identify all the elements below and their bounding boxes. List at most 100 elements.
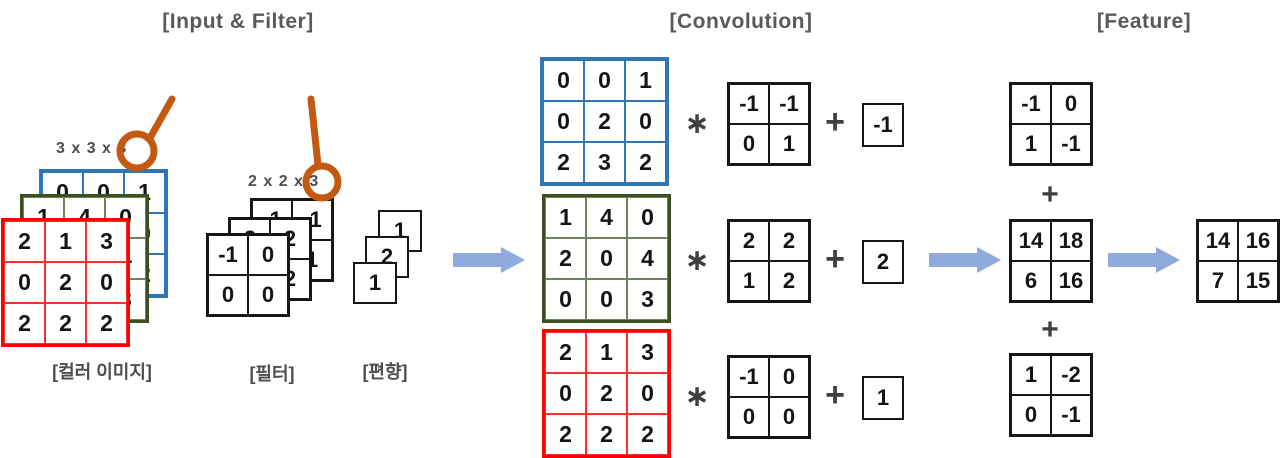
matrix-cell: 0 — [86, 262, 127, 303]
matrix-cell: 2 — [769, 261, 809, 301]
matrix-cell: 0 — [545, 373, 586, 414]
matrix-cell: 1 — [729, 261, 769, 301]
matrix-cell: 0 — [729, 124, 769, 164]
conv-bias-red: 1 — [862, 376, 904, 420]
conv-bias-blue: -1 — [862, 103, 904, 147]
matrix-cell: 3 — [584, 142, 625, 183]
matrix-cell: -1 — [729, 84, 769, 124]
matrix-cell: 3 — [627, 332, 668, 373]
color-image-label: [컬러 이미지] — [52, 362, 152, 382]
plus-operator: + — [1041, 178, 1059, 211]
title-feature: [Feature] — [1096, 10, 1192, 33]
matrix-cell: 0 — [627, 373, 668, 414]
matrix-cell: 2 — [545, 238, 586, 279]
convolution-operator: ∗ — [684, 380, 710, 413]
matrix-cell: 7 — [1198, 261, 1238, 301]
matrix-cell: 0 — [1011, 395, 1051, 435]
matrix-cell: 0 — [729, 397, 769, 437]
matrix-cell: 3 — [86, 221, 127, 262]
matrix-cell: 2 — [543, 142, 584, 183]
matrix-cell: -1 — [1051, 395, 1091, 435]
matrix-cell: 14 — [1011, 221, 1051, 261]
matrix-cell: 2 — [627, 414, 668, 455]
matrix-cell: 14 — [1198, 221, 1238, 261]
input-dimension-label: 3 x 3 x 3 — [56, 140, 128, 157]
matrix-cell: 16 — [1051, 261, 1091, 301]
matrix-cell: 2 — [86, 303, 127, 344]
matrix-cell: 2 — [45, 303, 86, 344]
matrix-cell: 1 — [1011, 355, 1051, 395]
matrix-cell: 0 — [586, 279, 627, 320]
matrix-cell: 0 — [545, 279, 586, 320]
matrix-cell: 0 — [769, 397, 809, 437]
matrix-cell: 0 — [1051, 84, 1091, 124]
title-convolution: [Convolution] — [669, 10, 813, 33]
matrix-cell: 2 — [625, 142, 666, 183]
conv-bias-green: 2 — [862, 240, 904, 284]
matrix-cell: 1 — [1011, 124, 1051, 164]
matrix-cell: 0 — [248, 235, 288, 275]
filter-dimension-label: 2 x 2 x 3 — [248, 173, 320, 190]
title-input-filter: [Input & Filter] — [162, 10, 314, 33]
filter-label: [필터] — [249, 364, 295, 384]
matrix-cell: 0 — [208, 275, 248, 315]
matrix-cell: -1 — [208, 235, 248, 275]
matrix-cell: -1 — [1011, 84, 1051, 124]
matrix-cell: -1 — [1051, 124, 1091, 164]
matrix-cell: 0 — [543, 101, 584, 142]
plus-operator: + — [1041, 313, 1059, 346]
matrix-cell: 0 — [248, 275, 288, 315]
matrix-cell: 2 — [729, 221, 769, 261]
plus-operator: + — [825, 240, 845, 278]
matrix-cell: -2 — [1051, 355, 1091, 395]
matrix-cell: 16 — [1238, 221, 1278, 261]
plus-operator: + — [825, 376, 845, 414]
matrix-cell: 0 — [627, 197, 668, 238]
matrix-cell: 4 — [627, 238, 668, 279]
matrix-cell: 2 — [586, 414, 627, 455]
matrix-cell: 2 — [4, 303, 45, 344]
bias-box-front: 1 — [353, 262, 397, 304]
matrix-cell: 0 — [769, 357, 809, 397]
matrix-cell: 0 — [543, 60, 584, 101]
matrix-cell: 15 — [1238, 261, 1278, 301]
matrix-cell: 2 — [545, 414, 586, 455]
convolution-operator: ∗ — [684, 107, 710, 140]
matrix-cell: 6 — [1011, 261, 1051, 301]
matrix-cell: 2 — [586, 373, 627, 414]
matrix-cell: 2 — [4, 221, 45, 262]
matrix-cell: 2 — [45, 262, 86, 303]
matrix-cell: 0 — [586, 238, 627, 279]
arrow-convolution-to-feature — [929, 247, 1001, 273]
matrix-cell: 1 — [769, 124, 809, 164]
matrix-cell: 0 — [4, 262, 45, 303]
plus-operator: + — [825, 103, 845, 141]
arrow-feature-to-result — [1108, 247, 1180, 273]
matrix-cell: 2 — [769, 221, 809, 261]
matrix-cell: 2 — [545, 332, 586, 373]
matrix-cell: 1 — [586, 332, 627, 373]
matrix-cell: 1 — [45, 221, 86, 262]
matrix-cell: 18 — [1051, 221, 1091, 261]
arrow-input-to-convolution — [453, 247, 525, 273]
matrix-cell: -1 — [769, 84, 809, 124]
matrix-cell: -1 — [729, 357, 769, 397]
matrix-cell: 3 — [627, 279, 668, 320]
matrix-cell: 1 — [625, 60, 666, 101]
matrix-cell: 0 — [584, 60, 625, 101]
matrix-cell: 2 — [584, 101, 625, 142]
matrix-cell: 0 — [625, 101, 666, 142]
